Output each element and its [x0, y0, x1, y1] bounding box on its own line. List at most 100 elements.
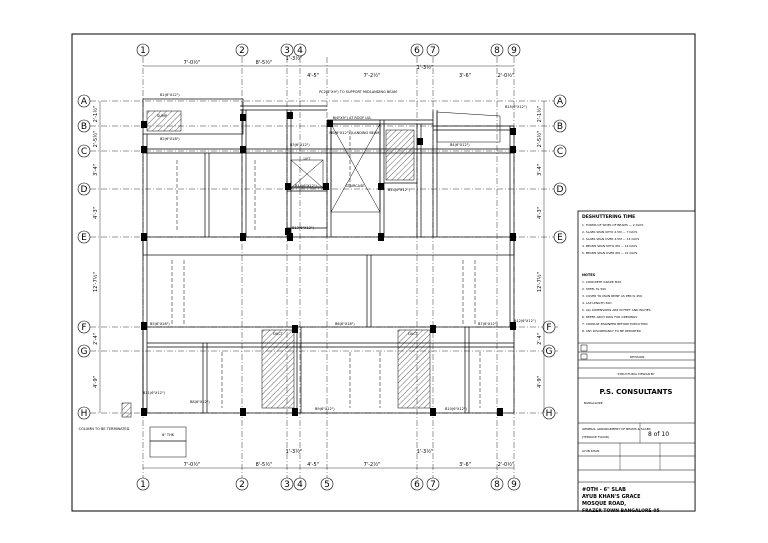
dim-label: 7'-0½" — [184, 59, 201, 66]
project-line: AYUB KHAN'S GRACE — [582, 494, 641, 500]
grid-col-label: 6 — [414, 46, 420, 56]
dim-label: 2'-0½" — [498, 72, 515, 79]
dim-label: 2'-4" — [93, 333, 99, 345]
grid-labels-left: A B C D E F G H — [81, 97, 88, 419]
beam-label: B10(6"X12") — [445, 407, 468, 411]
note: 5. ALL DIMENSIONS ARE IN FEET AND INCHES — [582, 308, 651, 312]
grid-col-label: 9 — [511, 480, 517, 490]
deshuttering-row: 1. FORMS OF SIDES OF BEAMS — 2 DAYS — [582, 223, 644, 227]
drawing-title: GENERAL ARRANGEMENT OF BEAMS & SLABS — [582, 427, 651, 431]
grid-row-label: G — [81, 347, 88, 357]
deshuttering-heading: DESHUTTERING TIME — [582, 214, 635, 220]
grid-row-label: C — [81, 147, 87, 157]
firm-name: P.S. CONSULTANTS — [600, 388, 673, 396]
dim-label: 4'-3" — [537, 207, 543, 219]
client-name: AYUB KHAN — [582, 449, 599, 453]
grid-labels-bottom: 1 2 3 4 5 6 7 8 9 — [140, 480, 517, 490]
dim-label: 3'-4" — [93, 164, 99, 176]
grid-col-label: 5 — [324, 480, 330, 490]
dim-label: 4'-5" — [307, 73, 319, 79]
project-line: MOSQUE ROAD, — [582, 501, 626, 507]
dim-label: 2'-1½" — [536, 106, 543, 123]
dim-label: 12'-7½" — [536, 272, 543, 292]
dim-label: 2'-0½" — [498, 461, 515, 468]
grid-row-label: B — [557, 122, 563, 132]
grid-bubbles-left — [77, 94, 91, 420]
consultant-label: STRUCTURAL DESIGN BY — [617, 372, 654, 376]
revision-label: REVISION — [630, 355, 644, 359]
beam-label: B11(6"X12") — [143, 391, 166, 395]
beam-lines — [142, 98, 515, 414]
hatched-regions — [121, 110, 431, 418]
grid-row-label: D — [81, 185, 88, 195]
grid-col-label: 8 — [494, 480, 500, 490]
dim-label: 1'-3½" — [286, 55, 303, 62]
grid-bubbles-top — [136, 43, 521, 57]
support-note: PC2(4"X9") TO SUPPORT MIDLANDING BEAM — [319, 90, 397, 94]
beam-label: B4(6"X12") — [450, 143, 470, 147]
grid-row-label: A — [81, 97, 88, 107]
grid-row-label: A — [557, 97, 564, 107]
dimension-labels-top: 7'-0½" 8'-5½" 1'-3½" 4'-5" 7'-2½" 1'-3½"… — [184, 55, 515, 79]
beam-label: B2(6"X18") — [160, 137, 180, 141]
dim-label: 7'-0½" — [184, 461, 201, 468]
dim-label: 4'-9" — [537, 376, 543, 388]
beam-label: B3(6"X12") — [290, 143, 310, 147]
duct-label: DUCT — [408, 332, 419, 336]
dim-label: 4'-3" — [93, 207, 99, 219]
grid-col-label: 7 — [430, 46, 436, 56]
dimension-labels-right: 2'-1½" 2'-5½" 3'-4" 4'-3" 12'-7½" 2'-4" … — [536, 106, 543, 388]
beam-label: B8(6"X12") — [190, 400, 210, 404]
deshuttering-row: 3. SLABS SPAN OVER 4.5M — 14 DAYS — [582, 237, 639, 241]
beam-label: B5(6"X18") — [150, 322, 170, 326]
stair-label: STAIRCASE — [345, 184, 364, 188]
beam-label: B13(6"X12") — [292, 226, 315, 230]
grid-col-label: 3 — [284, 480, 290, 490]
notes-heading: NOTES — [582, 273, 596, 277]
grid-row-label: G — [546, 347, 553, 357]
beam-level-note: B(6"X9") AT ROOF LVL — [333, 116, 372, 120]
dim-label: 3'-4" — [537, 164, 543, 176]
grid-bubbles-right — [542, 94, 567, 420]
grid-col-label: 8 — [494, 46, 500, 56]
grid-row-label: E — [557, 233, 563, 243]
grid-row-label: F — [546, 323, 551, 333]
dim-label: 4'-5" — [307, 462, 319, 468]
deshuttering-row: 4. BEAMS SPAN UPTO 6M — 14 DAYS — [582, 244, 637, 248]
dimension-labels-bottom: 7'-0½" 8'-5½" 1'-3½" 4'-5" 7'-2½" 1'-3½"… — [184, 448, 515, 468]
grid-col-label: 2 — [239, 480, 245, 490]
dimension-lines — [99, 65, 545, 469]
grid-row-label: E — [81, 233, 87, 243]
firm-address: BANGALORE — [584, 401, 603, 405]
beam-label: B9(6"X12") — [315, 407, 335, 411]
lift-label: LIFT — [303, 157, 311, 161]
dim-label: 1'-3½" — [286, 448, 303, 455]
floor-label: (TERRACE FLOOR) — [582, 435, 609, 439]
tank-label: 6" THK — [162, 433, 175, 437]
details — [149, 111, 501, 458]
beam-label: B14(6"X12") — [388, 188, 411, 192]
note: 7. CONSULT ENGINEER BEFORE EXECUTION — [582, 322, 648, 326]
grid-row-label: C — [557, 147, 563, 157]
grid-row-label: D — [557, 185, 564, 195]
drawing-no: 8 of 10 — [648, 431, 669, 438]
dim-label: 2'-4" — [537, 333, 543, 345]
beam-label: B16(6"X12") — [295, 184, 318, 188]
dim-label: 2'-5½" — [92, 131, 99, 148]
annotations: PC2(4"X9") TO SUPPORT MIDLANDING BEAM B(… — [79, 90, 537, 437]
dimension-labels-left: 2'-1½" 2'-5½" 3'-4" 4'-3" 12'-7½" 2'-4" … — [92, 106, 99, 388]
beam-label: B12(6"X12") — [514, 319, 537, 323]
midlanding-note: MB(6"X12") (LANDING BEAM) — [329, 131, 381, 135]
note: 1. CONCRETE GRADE M20 — [582, 280, 621, 284]
column-note: COLUMN TO BE TERMINATED — [79, 427, 130, 431]
slab-dashed-lines — [171, 130, 481, 408]
grid-col-label: 3 — [284, 46, 290, 56]
grid-labels-right: A B C D E F G H — [546, 97, 564, 419]
grid-row-label: H — [81, 409, 88, 419]
dim-label: 8'-5½" — [256, 59, 273, 66]
dim-label: 2'-1½" — [92, 106, 99, 123]
beam-label: B6(6"X18") — [335, 322, 355, 326]
columns — [141, 112, 516, 416]
grid-row-label: F — [81, 323, 86, 333]
